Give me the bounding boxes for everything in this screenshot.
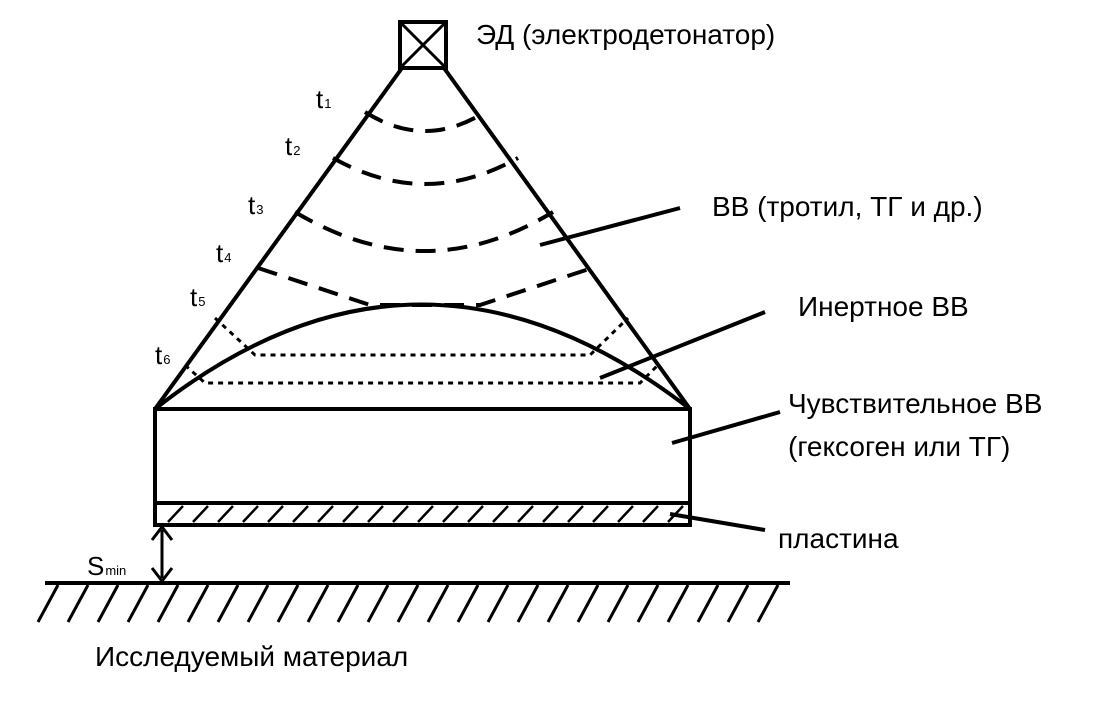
ground-hatched [36, 581, 790, 623]
time-mark-letter: t [216, 238, 224, 268]
plate-hatched [153, 501, 692, 527]
plate-hatch-line [442, 505, 459, 523]
ground-hatch-line [306, 584, 330, 623]
time-mark-letter: t [190, 282, 198, 312]
wave-front-t2 [332, 156, 519, 186]
ground-hatch-line [186, 584, 210, 623]
plate-hatch-line [342, 505, 359, 523]
plate-hatch-line [267, 505, 284, 523]
plate-hatch-line [467, 505, 484, 523]
time-mark-t6: t6 [155, 340, 170, 370]
time-mark-t3: t3 [248, 190, 263, 220]
leader-inert [599, 310, 766, 380]
plate-hatch-line [292, 505, 309, 523]
wave-front-t5 [213, 316, 630, 357]
time-mark-t1: t1 [316, 84, 331, 114]
time-mark-letter: t [285, 131, 293, 161]
time-mark-index: 2 [293, 143, 300, 158]
ground-hatch-line [546, 584, 570, 623]
leader-sensitive [671, 410, 781, 445]
label-plate: пластина [778, 523, 899, 554]
ground-hatch-line [36, 584, 60, 623]
ground-hatch-line [96, 584, 120, 623]
time-mark-letter: t [155, 340, 163, 370]
label-sensitive-line1: Чувствительное ВВ [788, 388, 1042, 419]
plate-hatch-line [367, 505, 384, 523]
plate-hatch-line [392, 505, 409, 523]
ground-hatch-line [336, 584, 360, 623]
plate-hatch-line [167, 505, 184, 523]
label-smin: Smin [87, 551, 126, 581]
time-mark-t4: t4 [216, 238, 231, 268]
time-mark-index: 5 [198, 294, 205, 309]
ground-hatch-line [216, 584, 240, 623]
ground-hatch-line [636, 584, 660, 623]
label-explosive: ВВ (тротил, ТГ и др.) [712, 191, 983, 222]
time-mark-index: 1 [324, 96, 331, 111]
ground-hatch-line [726, 584, 750, 623]
plate-hatch-line [567, 505, 584, 523]
time-mark-index: 4 [224, 250, 231, 265]
detonator-box-icon [398, 20, 448, 70]
cone-left-side [153, 66, 404, 411]
leader-lines [539, 206, 781, 532]
plate-hatch-line [542, 505, 559, 523]
plate-hatch-line [192, 505, 209, 523]
plate-hatch-line [417, 505, 434, 523]
ground-hatch-line [516, 584, 540, 623]
ground-hatch-line [66, 584, 90, 623]
time-mark-index: 6 [163, 352, 170, 367]
plate-hatch-line [217, 505, 234, 523]
leader-explosive [539, 206, 681, 247]
smin-arrow [150, 524, 174, 584]
ground-hatch-line [396, 584, 420, 623]
inert-explosive-lens [153, 302, 692, 411]
plate-hatch-line [617, 505, 634, 523]
ground-hatch-line [126, 584, 150, 623]
ground-hatch-line [246, 584, 270, 623]
wave-front-t6 [183, 363, 660, 385]
ground-hatch-line [366, 584, 390, 623]
plate-hatch-line [492, 505, 509, 523]
time-mark-letter: t [248, 190, 256, 220]
ground-hatch-line [276, 584, 300, 623]
label-inert: Инертное ВВ [798, 291, 969, 322]
time-mark-index: 3 [256, 202, 263, 217]
wave-front-t1 [363, 110, 487, 133]
ground-hatch-line [666, 584, 690, 623]
label-detonator: ЭД (электродетонатор) [476, 19, 775, 50]
time-mark-t5: t5 [190, 282, 205, 312]
ground-hatch-line [606, 584, 630, 623]
ground-hatch-line [696, 584, 720, 623]
ground-hatch-line [456, 584, 480, 623]
ground-hatch-line [756, 584, 780, 623]
plate-hatch-line [242, 505, 259, 523]
detonation-fronts [257, 110, 593, 307]
plate-hatch-line [642, 505, 659, 523]
wave-front-t3 [293, 210, 555, 253]
plate-hatch-line [592, 505, 609, 523]
ground-hatch-line [486, 584, 510, 623]
plate-hatch-line [517, 505, 534, 523]
detonation-fronts-dotted [183, 316, 660, 385]
wave-front-t4 [257, 266, 593, 307]
plate-hatch-line [317, 505, 334, 523]
leader-plate [669, 512, 766, 532]
sensitive-explosive-block [153, 407, 692, 505]
ground-hatch-line [426, 584, 450, 623]
label-material: Исследуемый материал [95, 641, 408, 672]
time-mark-t2: t2 [285, 131, 300, 161]
ground-hatch-line [156, 584, 180, 623]
time-mark-letter: t [316, 84, 324, 114]
ground-hatch-line [576, 584, 600, 623]
label-sensitive-line2: (гексоген или ТГ) [788, 431, 1010, 462]
